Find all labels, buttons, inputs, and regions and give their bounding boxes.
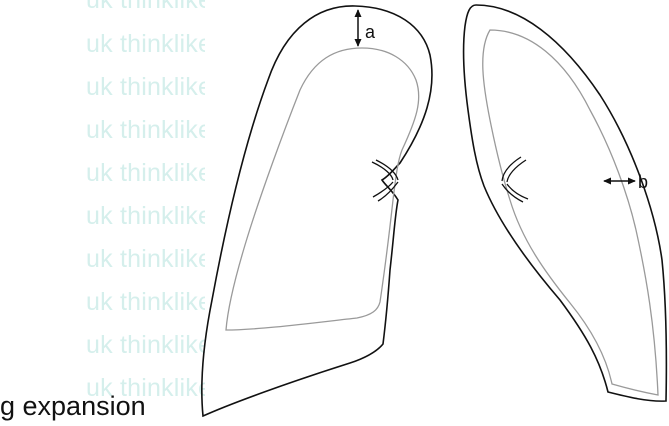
- label-b: b: [638, 172, 648, 192]
- left-lung-outline: [464, 5, 667, 401]
- right-lung-outline: [202, 6, 432, 416]
- left-lung-inner-outline: [483, 30, 658, 395]
- left-bronchus: [502, 157, 528, 202]
- label-a: a: [365, 22, 376, 42]
